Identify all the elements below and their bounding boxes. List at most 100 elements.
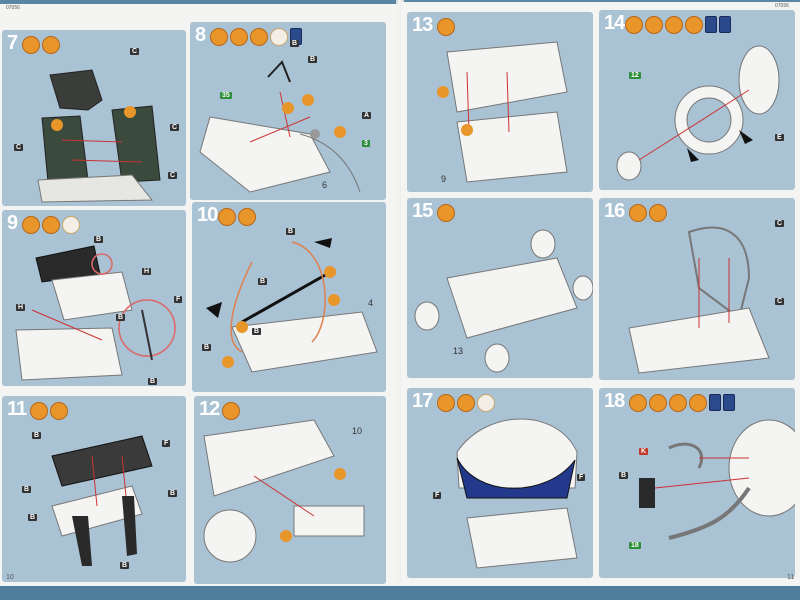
book-spine (396, 0, 404, 600)
step-15-drawing (414, 229, 593, 373)
tool-icons (22, 36, 60, 54)
part-number: 6 (322, 180, 328, 190)
brush-icon (230, 28, 248, 46)
decal-number: 35 (220, 92, 232, 99)
part-tag: F (433, 492, 442, 499)
step-number: 16 (604, 200, 625, 222)
part-tag: B (290, 40, 300, 47)
tool-icons (22, 216, 80, 234)
brush-icon (50, 402, 68, 420)
part-tag: B (168, 490, 178, 497)
tweezers-icon (665, 16, 683, 34)
step-9-panel: 9 B H H F B B (2, 210, 186, 386)
step-number: 10 (197, 204, 218, 226)
part-tag: B (148, 378, 158, 385)
part-tag: E (775, 134, 784, 141)
part-number: 10 (352, 426, 363, 436)
brush-icon (649, 204, 667, 222)
tool-icons (437, 18, 455, 36)
step-10-panel: 10 B B B B 4 (192, 202, 386, 392)
part-tag: B (619, 472, 629, 479)
brush-icon (42, 36, 60, 54)
part-tag: B (22, 486, 32, 493)
part-tag: B (308, 56, 318, 63)
step-number: 18 (604, 390, 625, 412)
part-tag: B (32, 432, 42, 439)
part-tag: B (116, 314, 126, 321)
step-12-panel: 12 10 (194, 396, 386, 584)
step-13-panel: 13 9 (407, 12, 593, 192)
part-tag: C (775, 220, 785, 227)
step-11-panel: 11 B F B B B B (2, 396, 186, 582)
tool-icons (629, 204, 667, 222)
glue-icon (22, 36, 40, 54)
part-tag: C (170, 124, 180, 131)
step-number: 7 (7, 32, 18, 54)
left-page-code: 07056 (6, 5, 20, 11)
tool-icons (625, 16, 731, 34)
step-7-panel: 7 C C C C (2, 30, 186, 206)
step-16-drawing (628, 226, 770, 374)
step-8-panel: 8 B A B 35 3 6 (190, 22, 386, 200)
part-tag: F (577, 474, 586, 481)
step-10-drawing (206, 238, 378, 373)
step-number: 11 (7, 398, 27, 420)
glue-icon (210, 28, 228, 46)
decal-number: 12 (629, 72, 641, 79)
part-tag: C (14, 144, 24, 151)
tool-icons (629, 394, 735, 412)
paint-pot-icon (723, 394, 735, 411)
part-number: 4 (368, 298, 374, 308)
part-tag: C (775, 298, 785, 305)
step-number: 13 (412, 14, 433, 36)
right-page-number: 11 (787, 574, 795, 581)
step-18-panel: 18 B K 18 (599, 388, 795, 578)
part-tag: B (120, 562, 130, 569)
step-11-drawing (51, 435, 153, 566)
step-8-drawing (199, 60, 361, 193)
glue-icon (437, 204, 455, 222)
brush-icon (42, 216, 60, 234)
brush-icon (645, 16, 663, 34)
step-15-panel: 15 13 (407, 198, 593, 378)
step-number: 8 (195, 24, 206, 46)
step-17-panel: 17 F F (407, 388, 593, 578)
step-number: 12 (199, 398, 220, 420)
tool-icons (222, 402, 240, 420)
decal-number: 18 (629, 542, 641, 549)
glue-icon (437, 18, 455, 36)
left-page: 07056 7 C C C C 8 (0, 4, 398, 586)
glue-icon (437, 394, 455, 412)
part-tag: B (286, 228, 296, 235)
paint-pot-icon (709, 394, 721, 411)
part-tag: B (258, 278, 268, 285)
tool-icons (210, 28, 302, 46)
part-tag: A (362, 112, 372, 119)
decal-icon (477, 394, 495, 412)
brush-icon (238, 208, 256, 226)
part-number: 9 (441, 174, 447, 184)
glue-icon (222, 402, 240, 420)
part-tag: B (28, 514, 38, 521)
step-16-panel: 16 C C (599, 198, 795, 380)
step-17-drawing (456, 418, 578, 569)
step-18-drawing (639, 419, 795, 540)
decal-number: 3 (362, 140, 370, 147)
step-13-drawing (437, 41, 568, 183)
step-number: 17 (412, 390, 433, 412)
knife-icon (685, 16, 703, 34)
glue-icon (218, 208, 236, 226)
part-tag: C (130, 48, 140, 55)
tool-icons (437, 204, 455, 222)
glue-icon (629, 394, 647, 412)
brush-icon (457, 394, 475, 412)
brush-icon (649, 394, 667, 412)
step-number: 14 (604, 12, 625, 34)
part-tag: F (174, 296, 183, 303)
tool-icons (30, 402, 68, 420)
step-number: 9 (7, 212, 18, 234)
paint-pot-icon (719, 16, 731, 33)
part-number: 13 (453, 346, 464, 356)
part-tag: C (168, 172, 178, 179)
step-9-drawing (15, 245, 176, 381)
